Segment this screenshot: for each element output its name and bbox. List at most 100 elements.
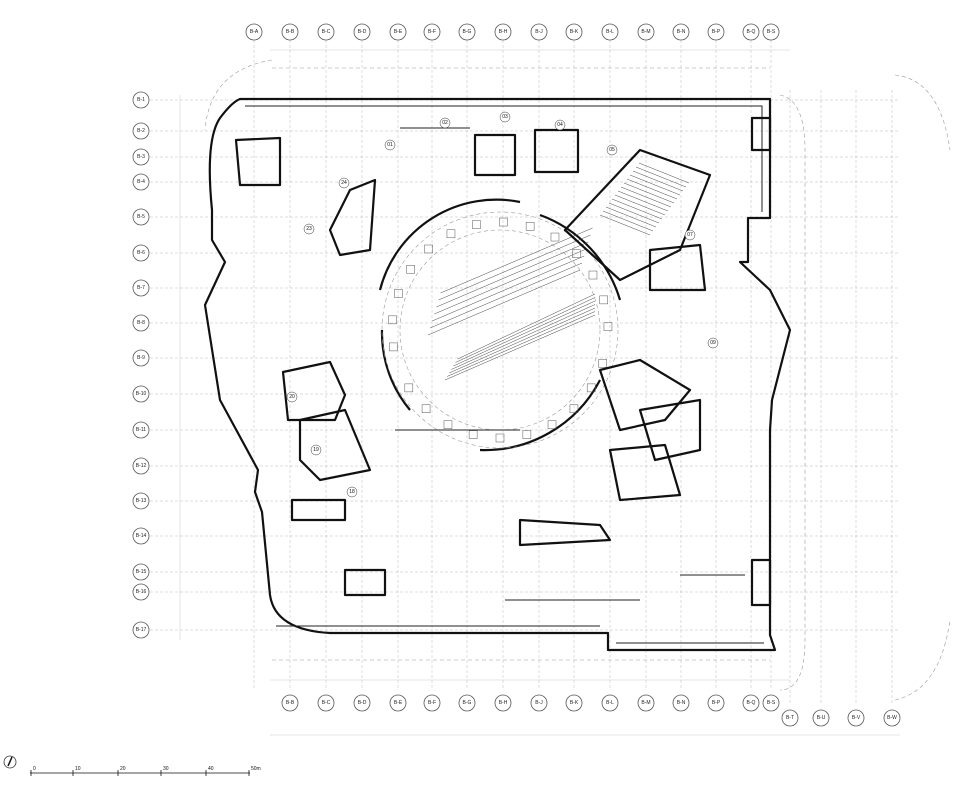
grid-bubble-left: B-4: [132, 173, 150, 191]
seat-block: [468, 430, 478, 439]
interior-walls: [234, 116, 772, 607]
grid-bubble-bottom: B-C: [317, 694, 335, 712]
grid-bubble-left-label: B-4: [137, 179, 145, 185]
grid-bubble-top: B-A: [245, 23, 263, 41]
room-number-marker: [439, 117, 451, 129]
grid-bubble-top-label: B-P: [712, 29, 721, 35]
grid-bubble-bottom: B-V: [847, 709, 865, 727]
seat-block: [598, 359, 607, 368]
grid-bubble-top: B-S: [762, 23, 780, 41]
grid-bubble-bottom-label: B-U: [817, 715, 826, 721]
grid-bubble-bottom: B-W: [883, 709, 901, 727]
grid-bubble-top: B-N: [672, 23, 690, 41]
seat-block: [421, 404, 431, 413]
grid-bubble-left-label: B-17: [136, 627, 147, 633]
grid-bubble-top: B-L: [601, 23, 619, 41]
scale-tick-label: 30: [163, 766, 169, 772]
grid-bubble-left-label: B-11: [136, 427, 146, 433]
grid-bubble-bottom-label: B-V: [852, 715, 861, 721]
room-number-marker: [286, 391, 298, 403]
grid-bubble-top: B-G: [458, 23, 476, 41]
theater-row: [617, 190, 669, 212]
seat-row: [434, 248, 587, 315]
grid-bubble-bottom: B-L: [601, 694, 619, 712]
seat-row: [440, 227, 593, 294]
grid-bubble-bottom: B-S: [762, 694, 780, 712]
grid-bubble-left: B-8: [132, 314, 150, 332]
room-number: 02: [442, 120, 448, 126]
seat-row: [455, 297, 596, 363]
theater-row: [605, 206, 657, 228]
theater-row: [599, 214, 651, 236]
room-number: 19: [313, 447, 319, 453]
seat-row: [427, 269, 581, 336]
scale-tick-label: 50m: [251, 766, 261, 772]
room-number: 07: [687, 232, 693, 238]
grid-bubble-bottom-label: B-Q: [747, 700, 756, 706]
grid-bubble-left-label: B-15: [136, 569, 147, 575]
room-number-marker: [384, 139, 396, 151]
grid-bubble-bottom-label: B-T: [786, 715, 794, 721]
grid-bubble-top: B-C: [317, 23, 335, 41]
grid-bubble-top-label: B-J: [535, 29, 543, 35]
grid-bubble-top: B-H: [494, 23, 512, 41]
grid-bubble-left-label: B-1: [137, 97, 145, 103]
left-grid-bubbles: B-1B-2B-3B-4B-5B-6B-7B-8B-9B-10B-11B-12B…: [132, 91, 150, 639]
grid-bubble-bottom-label: B-P: [712, 700, 721, 706]
grid-bubble-left: B-2: [132, 122, 150, 140]
grid-bubble-bottom-label: B-G: [463, 700, 472, 706]
grid-bubble-left-label: B-8: [137, 320, 145, 326]
seat-block: [394, 289, 403, 298]
grid-bubble-left-label: B-13: [136, 498, 147, 504]
seat-row: [436, 241, 589, 308]
room-number-marker: [606, 144, 618, 156]
theater-row: [638, 162, 690, 184]
seat-block: [522, 430, 532, 439]
room-number: 24: [341, 180, 347, 186]
seat-block: [472, 220, 481, 229]
seat-row: [438, 234, 591, 301]
grid-bubble-top-label: B-M: [641, 29, 650, 35]
grid-bubble-top-label: B-H: [499, 29, 508, 35]
grid-lines: [150, 40, 900, 736]
grid-bubble-bottom-label: B-B: [286, 700, 295, 706]
grid-bubble-bottom: B-M: [637, 694, 655, 712]
room-number: 09: [710, 340, 716, 346]
room-number-marker: [310, 444, 322, 456]
theater-row: [629, 174, 681, 196]
grid-bubble-top-label: B-D: [358, 29, 367, 35]
grid-bubble-left: B-5: [132, 208, 150, 226]
grid-bubble-left: B-17: [132, 621, 150, 639]
grid-bubble-left: B-12: [132, 457, 150, 475]
grid-bubble-top: B-Q: [742, 23, 760, 41]
grid-bubble-top-label: B-N: [677, 29, 686, 35]
grid-bubble-bottom: B-T: [781, 709, 799, 727]
grid-bubble-left-label: B-10: [136, 391, 147, 397]
theater-row: [620, 186, 672, 208]
grid-bubble-bottom-label: B-C: [322, 700, 331, 706]
grid-bubble-top-label: B-L: [606, 29, 614, 35]
grid-bubble-bottom: B-Q: [742, 694, 760, 712]
grid-bubble-bottom-label: B-L: [606, 700, 614, 706]
grid-bubble-bottom: B-J: [530, 694, 548, 712]
grid-bubble-top: B-K: [565, 23, 583, 41]
grid-bubble-left-label: B-16: [136, 589, 147, 595]
room-number-marker: [346, 486, 358, 498]
theater-row: [602, 210, 654, 232]
grid-bubble-bottom: B-K: [565, 694, 583, 712]
theater-row: [626, 178, 678, 200]
grid-bubble-left: B-14: [132, 527, 150, 545]
seat-row: [457, 293, 596, 360]
grid-bubble-left-label: B-5: [137, 214, 145, 220]
theater-row: [635, 166, 687, 188]
scale-tick-label: 20: [120, 766, 126, 772]
grid-bubble-left: B-15: [132, 563, 150, 581]
seat-block: [424, 244, 433, 254]
grid-bubble-left: B-7: [132, 279, 150, 297]
seat-block: [388, 315, 397, 325]
seat-block: [588, 270, 598, 280]
room-number-marker: [707, 337, 719, 349]
